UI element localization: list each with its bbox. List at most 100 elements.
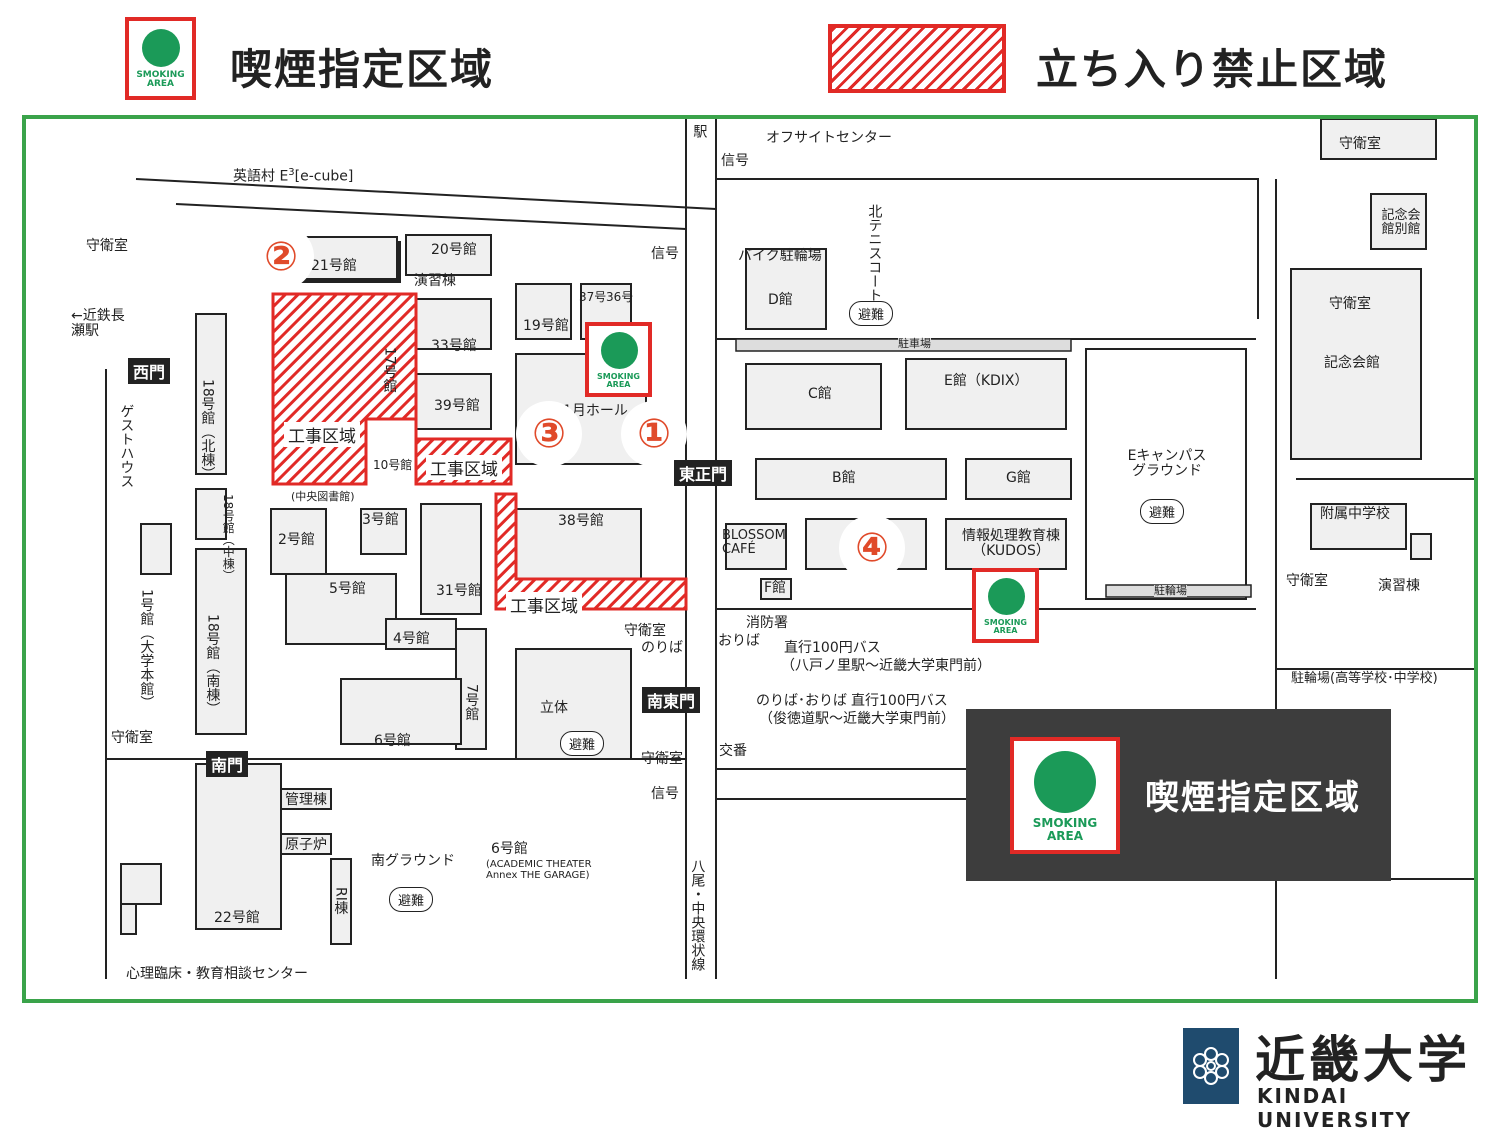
- label-18s: 18号館（南棟）: [204, 614, 221, 716]
- construction-label-3: 工事区域: [506, 592, 582, 617]
- label-bike: バイク駐輪場: [738, 248, 822, 264]
- evac-north-tennis: 避難: [849, 301, 894, 326]
- label-6annex: 6号館: [491, 841, 528, 857]
- campus-map: 21号館 20号館 演習棟 19号館 37号 36号 33号館 39号館 17号…: [22, 115, 1478, 1003]
- label-offsite: オフサイトセンター: [766, 130, 892, 146]
- label-guard-1: 守衛室: [86, 238, 128, 254]
- label-ri: RI棟: [332, 887, 349, 915]
- label-33: 33号館: [431, 338, 477, 354]
- gate-south-east: 南東門: [642, 687, 701, 713]
- label-guard-7: 守衛室: [1339, 136, 1381, 152]
- label-19: 19号館: [523, 318, 569, 334]
- label-english: 英語村 E3[e-cube]: [233, 167, 354, 185]
- marker-4: ④: [841, 517, 903, 579]
- label-2: 2号館: [278, 532, 315, 548]
- label-6annex-en: (ACADEMIC THEATER Annex THE GARAGE): [486, 859, 592, 881]
- label-18n: 18号館（北棟）: [199, 379, 216, 481]
- label-3: 3号館: [362, 512, 399, 528]
- bus-route-2-sub: （俊徳道駅〜近畿大学東門前）: [759, 711, 955, 727]
- buildings: [120, 119, 1437, 945]
- label-guest: ゲストハウス: [118, 404, 135, 488]
- label-e-ground: Eキャンパスグラウンド: [1127, 448, 1207, 480]
- label-tachi: 立体: [540, 700, 568, 716]
- label-10: 10号館: [373, 458, 413, 472]
- label-hs-parking: 駐輪場(高等学校･中学校): [1291, 671, 1438, 686]
- label-d: D館: [768, 292, 793, 308]
- construction-label-1: 工事区域: [284, 422, 360, 447]
- panel-smoking-label: 喫煙指定区域: [1145, 778, 1361, 818]
- label-guard-2: 守衛室: [111, 730, 153, 746]
- label-17: 17号館: [381, 347, 398, 393]
- road-network: [105, 119, 1474, 979]
- label-kinen-annex: 記念会館別館: [1381, 208, 1421, 238]
- smoking-icon: [142, 29, 180, 67]
- label-fuzoku: 附属中学校: [1320, 506, 1390, 522]
- gate-east-main: 東正門: [674, 460, 733, 486]
- label-fire: 消防署: [746, 615, 788, 631]
- label-7: 7号館: [463, 684, 480, 721]
- smoking-icon: [988, 578, 1025, 615]
- label-signal-1: 信号: [721, 153, 749, 169]
- label-kinen: 記念会館: [1324, 355, 1380, 371]
- label-38: 38号館: [558, 513, 604, 529]
- label-koban: 交番: [719, 743, 747, 759]
- label-north-tennis: 北テニスコート: [866, 204, 883, 302]
- label-22: 22号館: [214, 910, 260, 926]
- gate-west: 西門: [128, 358, 171, 384]
- label-psy: 心理臨床・教育相談センター: [126, 966, 308, 982]
- label-guard-3: 守衛室: [624, 623, 666, 639]
- bus-stop-3: のりば･おりば: [756, 693, 847, 709]
- evac-south-ground: 避難: [389, 887, 434, 912]
- label-central-lib: (中央図書館): [291, 490, 355, 503]
- smoking-icon: [601, 332, 638, 369]
- label-37: 37号: [579, 290, 607, 304]
- label-b: B館: [832, 470, 856, 486]
- evac-e-ground: 避難: [1140, 499, 1185, 524]
- bus-route-1-sub: （八戸ノ里駅〜近畿大学東門前）: [781, 658, 991, 674]
- label-kintetsu: ←近鉄長瀬駅: [71, 308, 125, 340]
- label-blossom: BLOSSOM CAFÉ: [722, 528, 786, 558]
- legend-smoking-label: 喫煙指定区域: [230, 45, 495, 94]
- label-21: 21号館: [311, 258, 357, 274]
- bus-route-1: 直行100円バス: [784, 640, 881, 656]
- kindai-wordmark-en: KINDAI UNIVERSITY: [1257, 1084, 1412, 1132]
- label-kudos: 情報処理教育棟（KUDOS）: [962, 528, 1060, 560]
- bus-route-2: 直行100円バス: [851, 693, 948, 709]
- label-g: G館: [1006, 470, 1031, 486]
- kindai-logo-icon: [1183, 1028, 1239, 1104]
- label-genshiro: 原子炉: [285, 837, 327, 853]
- bus-stop-2: のりば: [641, 640, 683, 656]
- evac-tachi: 避難: [560, 731, 605, 756]
- label-5: 5号館: [329, 581, 366, 597]
- label-drill2: 演習棟: [1378, 578, 1420, 594]
- flower-icon: [1193, 1047, 1229, 1085]
- marker-2: ②: [250, 226, 312, 288]
- gate-south: 南門: [206, 751, 249, 777]
- label-bike-parking: 駐輪場: [1154, 584, 1187, 598]
- label-kanri: 管理棟: [285, 792, 327, 808]
- label-31: 31号館: [436, 583, 482, 599]
- map-drawing: [105, 119, 1474, 979]
- legend-restricted-swatch: [828, 24, 1006, 93]
- construction-label-2: 工事区域: [426, 455, 502, 480]
- label-south-ground: 南グラウンド: [371, 853, 455, 869]
- label-yao: 八尾・中央環状線: [689, 859, 706, 971]
- label-guard-6: 守衛室: [1329, 296, 1371, 312]
- label-18m: 18号館（中棟）: [221, 494, 236, 582]
- label-20: 20号館: [431, 242, 477, 258]
- label-39: 39号館: [434, 398, 480, 414]
- label-6: 6号館: [374, 733, 411, 749]
- legend-restricted-label: 立ち入り禁止区域: [1036, 45, 1389, 94]
- marker-1: ①: [623, 403, 685, 465]
- label-1: 1号館（大学本館）: [138, 589, 155, 710]
- label-station: 駅: [691, 124, 708, 138]
- label-f: F館: [764, 580, 787, 596]
